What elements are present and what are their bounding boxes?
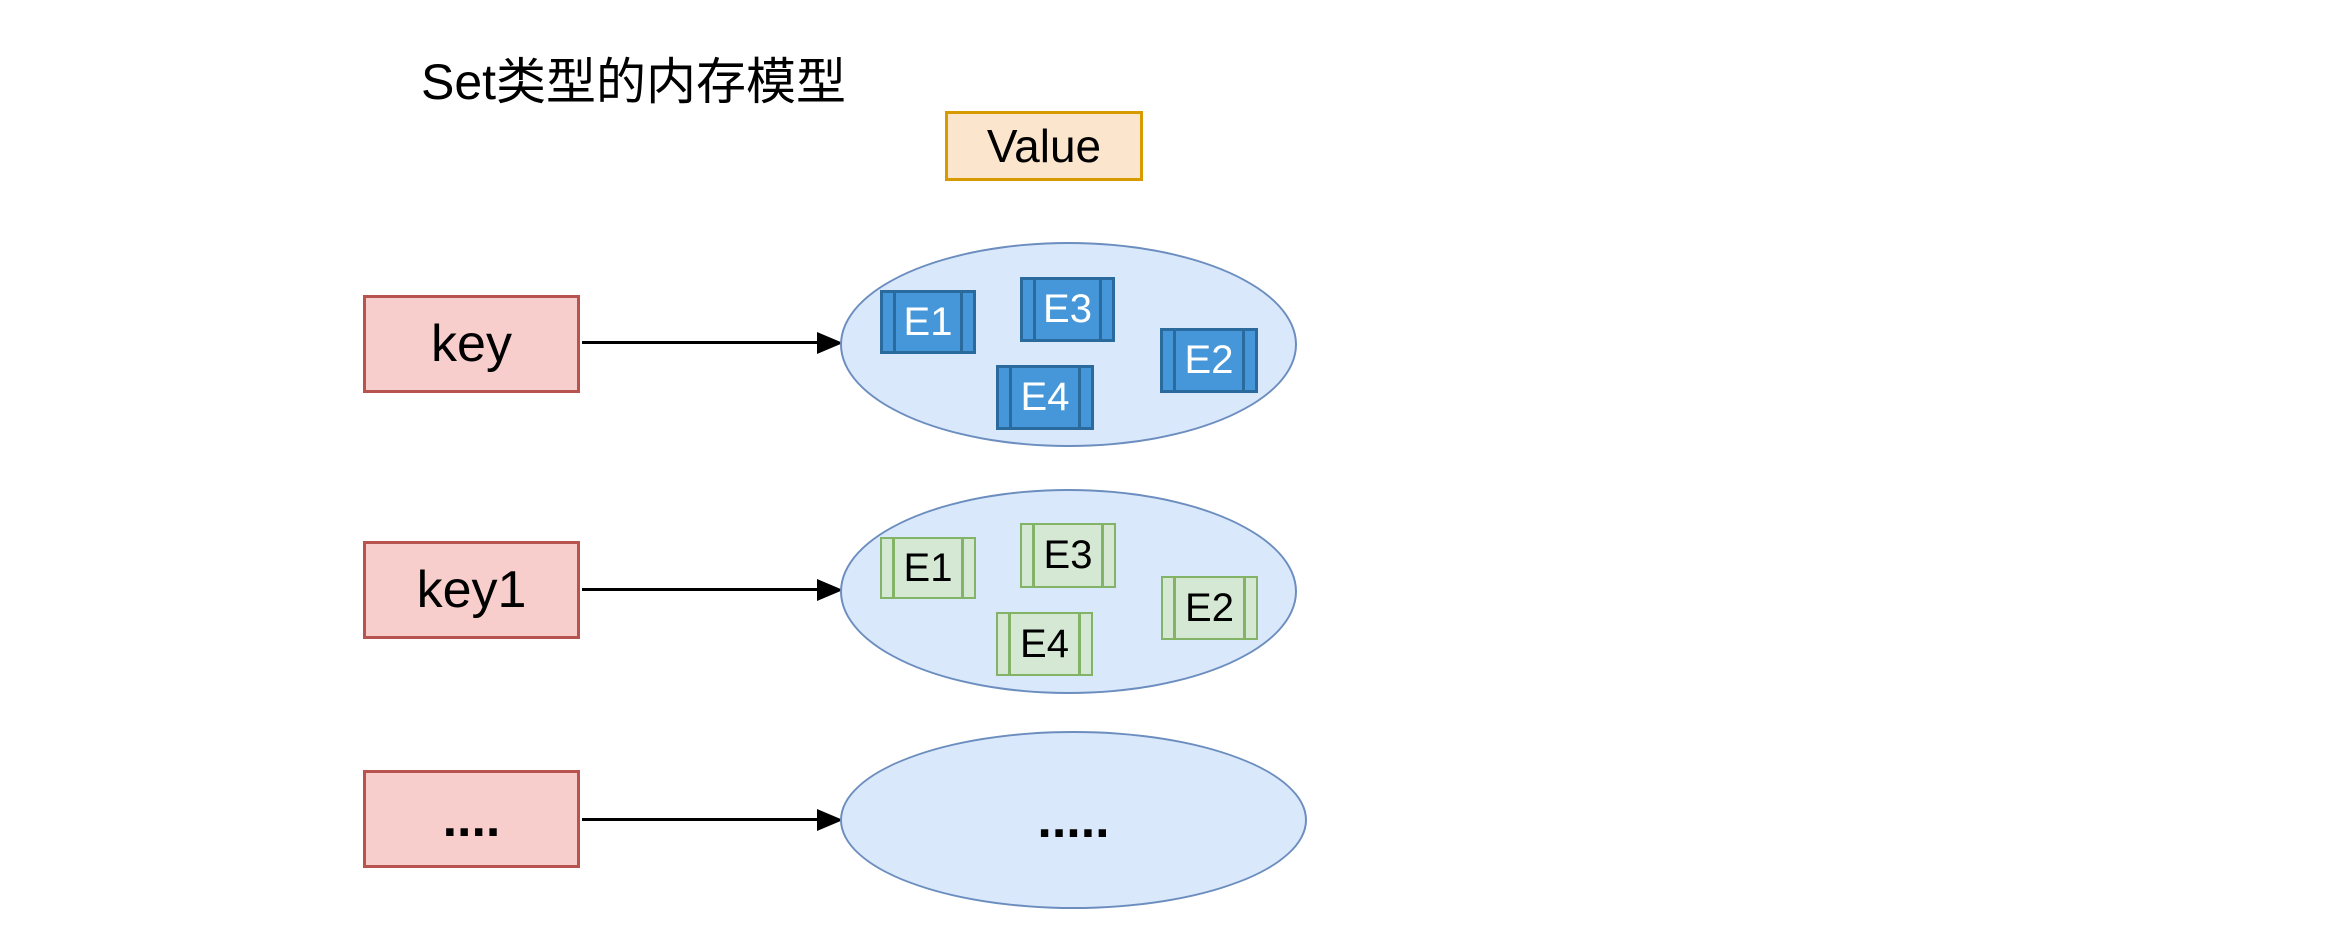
set-element-box: E3: [1020, 277, 1115, 342]
ellipsis-label: .....: [1037, 791, 1110, 849]
set-element-box: E2: [1161, 576, 1258, 640]
element-label: E3: [1043, 533, 1093, 577]
key-label-row3: ....: [442, 790, 501, 848]
set-element-box: E4: [996, 365, 1094, 430]
key-label-row1: key: [431, 315, 512, 373]
element-label: E3: [1043, 287, 1092, 331]
element-label: E2: [1184, 338, 1234, 382]
arrow-row3: [582, 808, 843, 831]
value-label-box: Value: [945, 111, 1143, 181]
set-element-box: E1: [880, 537, 976, 599]
set-element-box: E1: [880, 290, 976, 354]
set-element-box: E3: [1020, 523, 1116, 588]
key-box-row2: key1: [363, 541, 580, 639]
value-label: Value: [986, 120, 1102, 172]
set-element-box: E2: [1160, 328, 1258, 393]
diagram-title: Set类型的内存模型: [421, 54, 847, 110]
key-box-row3: ....: [363, 770, 580, 868]
element-label: E2: [1185, 585, 1234, 630]
element-label: E1: [903, 299, 953, 344]
key-box-row1: key: [363, 295, 580, 393]
arrow-row2: [582, 578, 843, 601]
element-label: E4: [1020, 621, 1069, 666]
arrow-row1: [582, 331, 843, 354]
key-label-row2: key1: [416, 561, 527, 619]
element-label: E1: [903, 545, 953, 590]
set-ellipse-row3: .....: [840, 731, 1307, 909]
set-element-box: E4: [996, 612, 1093, 676]
element-label: E4: [1020, 375, 1070, 419]
